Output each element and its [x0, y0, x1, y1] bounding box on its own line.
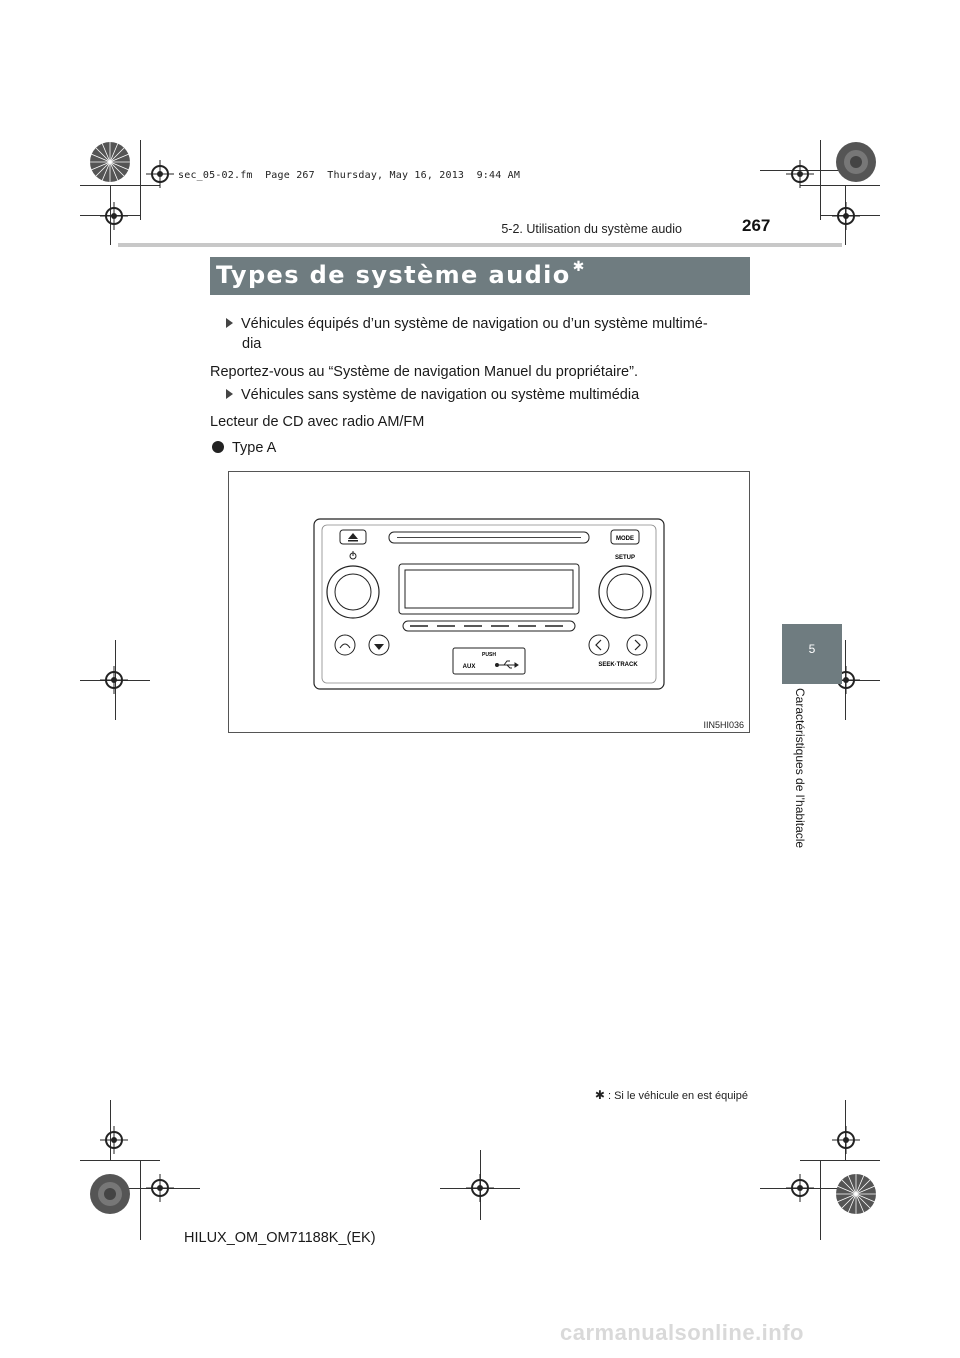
- crop-mark: [80, 185, 160, 186]
- registration-target: [832, 1126, 860, 1154]
- chevron-right-icon: [634, 639, 641, 651]
- chapter-label: Caractéristiques de l’habitacle: [793, 688, 807, 849]
- registration-target: [146, 1174, 174, 1202]
- usb-icon: [495, 660, 519, 669]
- eject-icon: [348, 533, 358, 539]
- am-radio-button: [334, 634, 356, 656]
- paragraph: Reportez-vous au “Système de navigation …: [210, 364, 638, 380]
- mode-label: MODE: [616, 536, 634, 542]
- triangle-bullet-icon: [226, 318, 233, 328]
- display-screen: [404, 569, 574, 609]
- radio-icon: [339, 643, 351, 649]
- crop-mark: [140, 1160, 141, 1240]
- unit-inner-bezel: [321, 524, 657, 684]
- bullet-item: Véhicules équipés d’un système de naviga…: [226, 313, 750, 335]
- print-sunburst-mark: [836, 142, 876, 182]
- registration-target: [832, 202, 860, 230]
- setup-label: SETUP: [615, 555, 635, 561]
- registration-target: [100, 202, 128, 230]
- footer-document-code: HILUX_OM_OM71188K_(EK): [184, 1230, 376, 1246]
- chapter-tab: 5: [782, 624, 842, 684]
- seek-forward-button: [626, 634, 648, 656]
- page-title: Types de système audio✱: [216, 259, 586, 289]
- registration-target: [466, 1174, 494, 1202]
- crop-mark: [820, 140, 821, 220]
- print-sunburst-mark: [836, 1174, 876, 1214]
- title-bar: Types de système audio✱: [210, 257, 750, 295]
- bullet-continuation: dia: [242, 336, 262, 352]
- seek-track-label: SEEK·TRACK: [598, 662, 638, 668]
- crop-mark: [110, 185, 111, 245]
- page-number: 267: [742, 216, 771, 235]
- header-rule: [118, 243, 842, 247]
- paragraph: Lecteur de CD avec radio AM/FM: [210, 414, 425, 430]
- print-sunburst-mark: [90, 142, 130, 182]
- registration-target: [786, 1174, 814, 1202]
- registration-target: [100, 1126, 128, 1154]
- crop-mark: [800, 185, 880, 186]
- print-sunburst-mark: [90, 1174, 130, 1214]
- registration-target: [146, 160, 174, 188]
- title-asterisk-icon: ✱: [572, 259, 586, 275]
- registration-target: [786, 160, 814, 188]
- seek-back-button: [588, 634, 610, 656]
- crop-mark: [800, 1160, 880, 1161]
- crop-mark: [820, 1160, 821, 1240]
- disc-icon: [374, 644, 384, 650]
- push-label: PUSH: [482, 652, 496, 658]
- crop-mark: [80, 1160, 160, 1161]
- audio-unit-illustration: MODE SETUP SEEK·TRACK P: [313, 518, 665, 690]
- registration-target: [100, 666, 128, 694]
- figure-code: IIN5HI036: [703, 720, 744, 730]
- aux-label: AUX: [463, 664, 476, 670]
- triangle-bullet-icon: [226, 389, 233, 399]
- section-header: 5-2. Utilisation du système audio: [501, 222, 682, 236]
- crop-mark: [140, 140, 141, 220]
- asterisk-icon: ✱: [594, 1088, 605, 1102]
- mode-button: [610, 529, 640, 545]
- bullet-item: Véhicules sans système de navigation ou …: [226, 384, 639, 406]
- crop-mark: [110, 1100, 111, 1160]
- chevron-left-icon: [595, 639, 602, 651]
- figure-frame: MODE SETUP SEEK·TRACK P: [228, 471, 750, 733]
- chapter-number: 5: [808, 642, 816, 656]
- aux-usb-panel: [452, 647, 526, 675]
- footnote: ✱ : Si le véhicule en est équipé: [594, 1088, 748, 1102]
- watermark: carmanualsonline.info: [560, 1320, 804, 1345]
- dot-bullet-icon: [212, 441, 224, 453]
- preset-button-strip: [402, 620, 576, 632]
- bullet-item: Type A: [212, 437, 276, 459]
- file-info: sec_05-02.fm Page 267 Thursday, May 16, …: [178, 170, 521, 181]
